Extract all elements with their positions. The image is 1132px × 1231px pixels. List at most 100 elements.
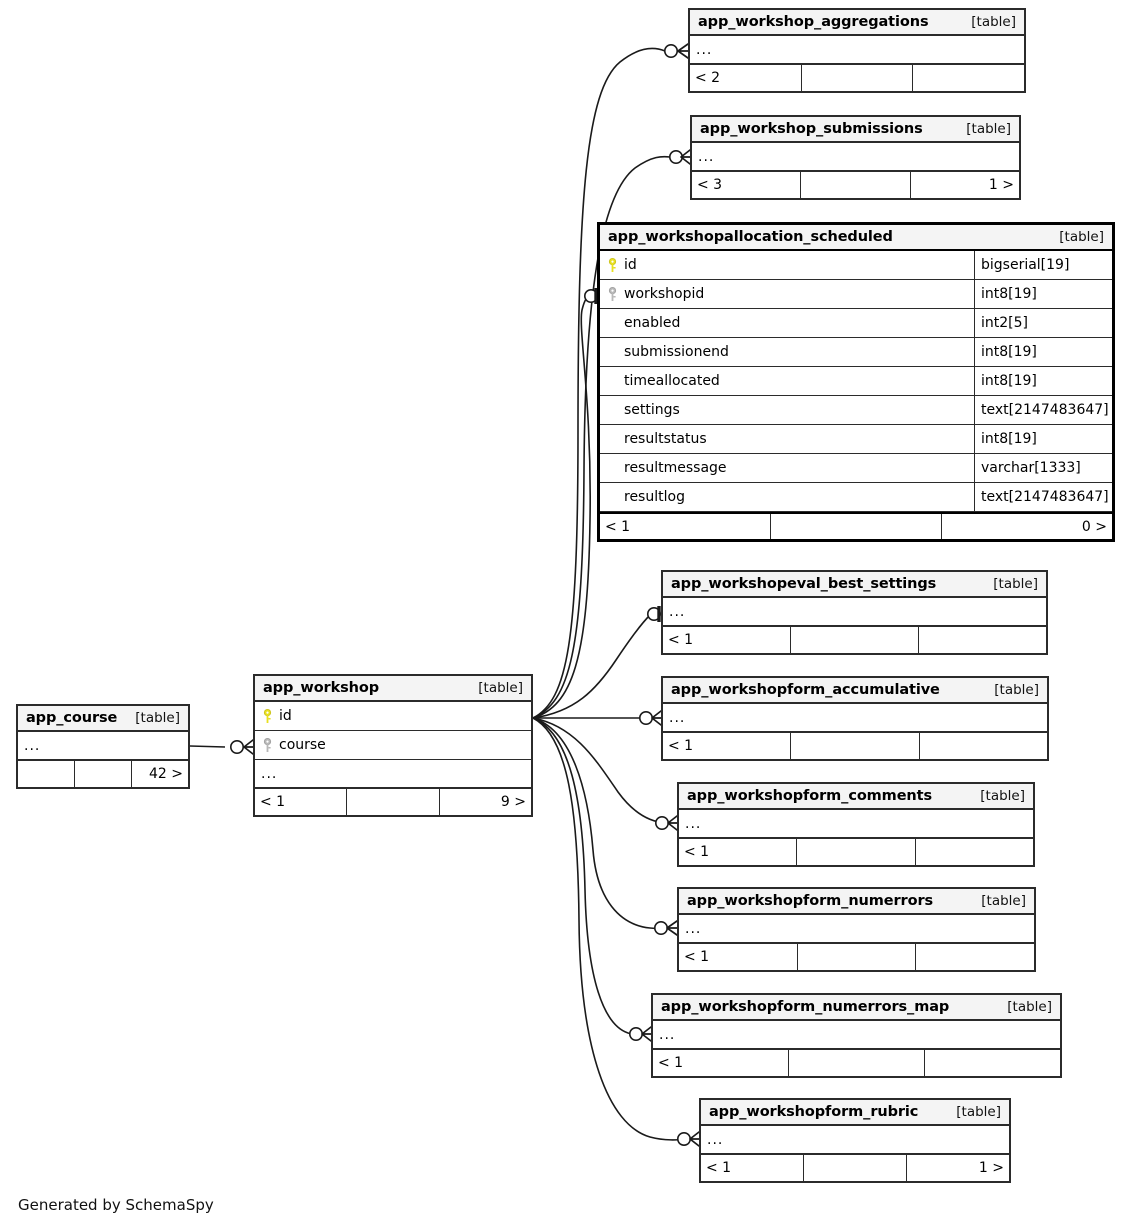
- table-type-tag: [table]: [971, 13, 1016, 30]
- table-name: app_workshopform_numerrors_map: [661, 998, 950, 1015]
- footer-child-count: [916, 839, 1033, 865]
- footer-child-count: [920, 733, 1047, 759]
- column-datatype: int8[19]: [974, 280, 1112, 308]
- no-key-spacer-icon: [608, 461, 617, 476]
- table-row-ellipsis: ...: [692, 143, 1019, 171]
- table-row-ellipsis: ...: [18, 732, 188, 760]
- table-node-app_workshopform_accumulative[interactable]: app_workshopform_accumulative[table]...<…: [661, 676, 1049, 761]
- table-column-row: id: [255, 702, 531, 731]
- foreign-key-icon: [263, 737, 272, 753]
- footer-spacer: [771, 514, 942, 539]
- primary-key-icon: [263, 708, 272, 724]
- footer-parent-count: < 3: [692, 172, 802, 198]
- column-datatype: varchar[1333]: [974, 454, 1112, 482]
- footer-child-count: 1 >: [988, 177, 1014, 193]
- ellipsis-label: ...: [698, 149, 715, 165]
- table-name: app_workshopform_comments: [687, 787, 933, 804]
- table-name: app_workshop_submissions: [700, 120, 923, 137]
- primary-key-icon: [608, 257, 617, 273]
- column-name-cell: resultstatus: [600, 431, 974, 447]
- table-footer-app_course: 42 >: [18, 760, 188, 787]
- column-label: enabled: [624, 315, 681, 331]
- table-column-row: resultmessage varchar[1333]: [600, 454, 1112, 483]
- column-label: resultlog: [624, 489, 685, 505]
- table-row-ellipsis: ...: [255, 760, 531, 788]
- column-name-cell: id: [600, 257, 974, 273]
- column-label: workshopid: [624, 286, 705, 302]
- table-row-ellipsis: ...: [663, 704, 1047, 732]
- footer-child-count: [913, 65, 1024, 91]
- no-key-spacer-icon: [608, 345, 617, 360]
- column-name-cell: submissionend: [600, 344, 974, 360]
- column-datatype: int8[19]: [974, 367, 1112, 395]
- table-name: app_workshop_aggregations: [698, 13, 929, 30]
- table-node-app_course[interactable]: app_course[table]... 42 >: [16, 704, 190, 789]
- table-header-app_course: app_course[table]: [18, 706, 188, 732]
- ellipsis-label: ...: [669, 604, 686, 620]
- footer-parent-count: < 1: [679, 944, 798, 970]
- table-header-app_workshopallocation_scheduled: app_workshopallocation_scheduled[table]: [600, 225, 1112, 251]
- table-footer-app_workshopform_comments: < 1: [679, 838, 1033, 865]
- column-label: timeallocated: [624, 373, 720, 389]
- footer-spacer: [801, 172, 911, 198]
- column-name-cell: workshopid: [600, 286, 974, 302]
- footer-child-count: [916, 944, 1034, 970]
- table-column-row: id bigserial[19]: [600, 251, 1112, 280]
- footer-parent-count: [18, 761, 75, 787]
- table-type-tag: [table]: [956, 1103, 1001, 1120]
- table-footer-app_workshopform_accumulative: < 1: [663, 732, 1047, 759]
- table-node-app_workshopform_numerrors[interactable]: app_workshopform_numerrors[table]...< 1: [677, 887, 1036, 972]
- column-name-cell: timeallocated: [600, 373, 974, 389]
- column-name-cell: settings: [600, 402, 974, 418]
- column-name-cell: resultmessage: [600, 460, 974, 476]
- table-header-app_workshopform_rubric: app_workshopform_rubric [table]: [701, 1100, 1009, 1126]
- ellipsis-label: ...: [659, 1027, 676, 1043]
- column-label: resultstatus: [624, 431, 707, 447]
- table-node-app_workshopform_numerrors_map[interactable]: app_workshopform_numerrors_map[table]...…: [651, 993, 1062, 1078]
- table-type-tag: [table]: [993, 575, 1038, 592]
- column-datatype: int8[19]: [974, 425, 1112, 453]
- footer-spacer: [789, 1050, 925, 1076]
- column-label: resultmessage: [624, 460, 727, 476]
- table-node-app_workshopallocation_scheduled[interactable]: app_workshopallocation_scheduled[table]i…: [597, 222, 1115, 542]
- ellipsis-label: ...: [696, 42, 713, 58]
- table-row-ellipsis: ...: [679, 915, 1034, 943]
- footer-parent-count: < 1: [663, 733, 792, 759]
- no-key-spacer-icon: [608, 316, 617, 331]
- table-node-app_workshop_submissions[interactable]: app_workshop_submissions[table]... < 3 1 >: [690, 115, 1021, 200]
- column-label: course: [279, 737, 326, 753]
- generated-by-note: Generated by SchemaSpy: [18, 1196, 214, 1214]
- ellipsis-label: ...: [24, 738, 41, 754]
- table-name: app_workshopform_accumulative: [671, 681, 940, 698]
- table-name: app_workshopform_rubric: [709, 1103, 919, 1120]
- column-datatype: bigserial[19]: [974, 251, 1112, 279]
- ellipsis-label: ...: [669, 710, 686, 726]
- footer-parent-count: < 1: [663, 627, 791, 653]
- table-column-row: course: [255, 731, 531, 760]
- column-label: submissionend: [624, 344, 729, 360]
- ellipsis-label: ...: [707, 1132, 724, 1148]
- footer-spacer: [791, 733, 920, 759]
- table-footer-app_workshop_submissions: < 3 1 >: [692, 171, 1019, 198]
- footer-parent-count: < 1: [701, 1155, 804, 1181]
- table-type-tag: [table]: [478, 679, 523, 696]
- no-key-spacer-icon: [608, 490, 617, 505]
- table-header-app_workshop: app_workshop[table]: [255, 676, 531, 702]
- table-header-app_workshopform_numerrors_map: app_workshopform_numerrors_map[table]: [653, 995, 1060, 1021]
- table-name: app_workshopform_numerrors: [687, 892, 934, 909]
- column-label: id: [624, 257, 637, 273]
- table-header-app_workshop_submissions: app_workshop_submissions[table]: [692, 117, 1019, 143]
- table-footer-app_workshop_aggregations: < 2: [690, 64, 1024, 91]
- column-name-cell: course: [255, 737, 531, 753]
- ellipsis-label: ...: [685, 816, 702, 832]
- table-node-app_workshop_aggregations[interactable]: app_workshop_aggregations [table]... < 2: [688, 8, 1026, 93]
- table-node-app_workshopeval_best_settings[interactable]: app_workshopeval_best_settings[table]...…: [661, 570, 1048, 655]
- footer-parent-count: < 1: [255, 789, 348, 815]
- table-node-app_workshopform_comments[interactable]: app_workshopform_comments[table]...< 1: [677, 782, 1035, 867]
